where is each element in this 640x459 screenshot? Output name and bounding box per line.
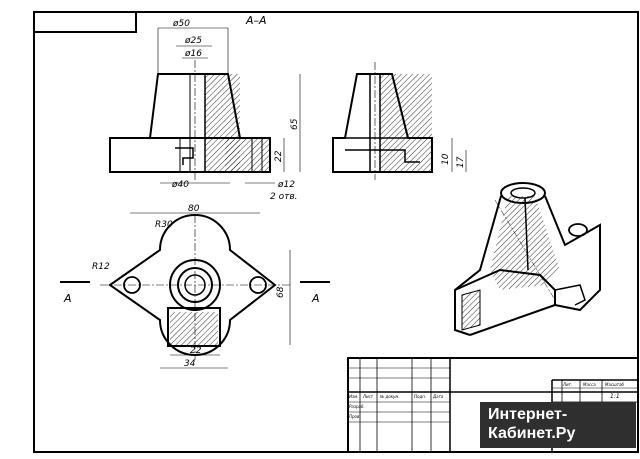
dim-d40: ø40 [171,180,189,190]
tb-col-list: Лист [362,394,374,399]
tb-col-doc: № докум. [379,394,400,399]
tb-row-prov: Пров. [349,414,361,419]
dim-holes: 2 отв. [270,192,298,202]
dim-d50: ø50 [172,19,190,29]
dim-h68: 68 [276,286,286,298]
section-mark-right: А [311,292,320,305]
section-title: А–А [245,14,267,27]
tb-row-razrab: Разраб. [349,404,365,409]
watermark-line2: Кабинет.Ру [488,425,576,442]
tb-col-sign: Подп. [414,394,426,399]
dim-r30: R30 [155,220,173,230]
tb-col-izm: Изм. [349,394,358,399]
dim-d12: ø12 [277,180,295,190]
sheet-frame [33,11,639,453]
tb-scale-label: Масштаб [605,382,625,387]
tb-lit: Лит. [562,382,572,387]
dim-h65: 65 [290,118,300,130]
dim-d16: ø16 [184,49,202,59]
dim-h22: 22 [274,150,284,162]
top-view [60,212,330,369]
dim-h17: 17 [456,156,466,168]
dim-d25: ø25 [184,36,202,46]
front-section-view [109,27,301,184]
tb-mass: Масса [583,382,596,387]
dim-w34: 34 [184,359,196,369]
tb-scale: 1:1 [610,393,620,400]
side-section-view [332,62,467,180]
isometric-view [454,182,601,336]
tb-col-date: Дата [432,394,444,399]
watermark: Интернет- Кабинет.Ру [480,402,636,448]
watermark-line1: Интернет- [488,406,568,423]
dim-w80: 80 [188,204,200,214]
dim-r12: R12 [92,262,110,272]
dim-w22: 22 [190,346,202,356]
section-mark-left: А [63,292,72,305]
dim-h10: 10 [441,153,451,165]
